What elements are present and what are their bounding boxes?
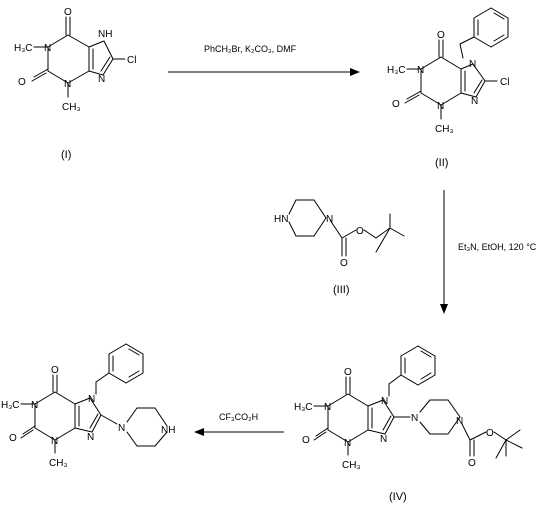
compound-4: N N N N O O H₃C CH₃ N N O O (IV): [294, 345, 523, 503]
atom-o6: O: [437, 30, 445, 41]
compound-4-bonds: [313, 345, 523, 459]
atom-o2: O: [9, 433, 17, 444]
atom-o2: O: [302, 435, 310, 446]
atom-o2: O: [392, 99, 400, 110]
compound-1-bonds: [31, 16, 126, 98]
compound-3: HN N O O (III): [274, 199, 405, 296]
atom-n7: N: [381, 396, 388, 407]
methyl-n3: CH₃: [49, 458, 68, 469]
compound-label: (IV): [389, 491, 407, 503]
atom-n: N: [326, 214, 333, 225]
atom-o-carbonyl: O: [468, 458, 476, 469]
methyl-n3: CH₃: [435, 124, 454, 135]
atom-n1: N: [31, 400, 38, 411]
atom-o-ester: O: [356, 226, 364, 237]
compound-label: (II): [435, 157, 448, 169]
methyl-n3: CH₃: [62, 102, 81, 113]
compound-label: (III): [333, 284, 350, 296]
atom-cl: Cl: [127, 55, 136, 66]
methyl-n1: H₃C: [387, 65, 406, 76]
atom-o-carbonyl: O: [340, 258, 348, 269]
atom-o6: O: [64, 7, 72, 18]
compound-1: N N NH N O O Cl H₃C CH₃ (I): [14, 7, 136, 161]
atom-o2: O: [18, 77, 26, 88]
compound-label: (I): [61, 149, 71, 161]
compound-2: N N N N O O Cl H₃C CH₃ (II): [387, 7, 509, 169]
atom-n1: N: [44, 43, 51, 54]
arrow-step-2: [440, 190, 448, 314]
reagent-step-3: CF₃CO₂H: [219, 412, 258, 422]
reagent-step-1: PhCH₂Br, K₂CO₃, DMF: [204, 44, 297, 54]
compound-5-bonds: [20, 343, 168, 454]
atom-n1: N: [417, 65, 424, 76]
atom-piperazine-nh: NH: [161, 425, 175, 436]
compound-2-bonds: [404, 7, 509, 120]
arrow-step-1: [168, 68, 360, 76]
atom-n9: N: [471, 96, 478, 107]
atom-piperazine-n4: N: [456, 416, 463, 427]
atom-n3: N: [51, 436, 58, 447]
atom-n9: N: [87, 432, 94, 443]
atom-n9: N: [380, 434, 387, 445]
atom-piperazine-n1: N: [411, 413, 418, 424]
atom-n3: N: [64, 79, 71, 90]
compound-3-bonds: [288, 199, 405, 257]
methyl-n1: H₃C: [1, 400, 20, 411]
compound-5: N N N N O O H₃C CH₃ N NH: [1, 343, 175, 469]
atom-n3: N: [437, 101, 444, 112]
methyl-n1: H₃C: [294, 402, 313, 413]
atom-o6: O: [344, 367, 352, 378]
atom-n3: N: [344, 438, 351, 449]
atom-n1: N: [324, 402, 331, 413]
atom-piperazine-n1: N: [118, 423, 125, 434]
arrow-step-3: [194, 428, 284, 436]
atom-n9: N: [98, 74, 105, 85]
methyl-n1: H₃C: [14, 43, 33, 54]
atom-n7: NH: [98, 29, 112, 40]
atom-cl: Cl: [500, 77, 509, 88]
atom-hn: HN: [274, 214, 288, 225]
reagent-step-2: Et₃N, EtOH, 120 °C: [458, 242, 537, 252]
atom-n7: N: [469, 59, 476, 70]
atom-o-ester: O: [486, 428, 494, 439]
atom-o6: O: [51, 365, 59, 376]
atom-n7: N: [88, 394, 95, 405]
methyl-n3: CH₃: [342, 460, 361, 471]
